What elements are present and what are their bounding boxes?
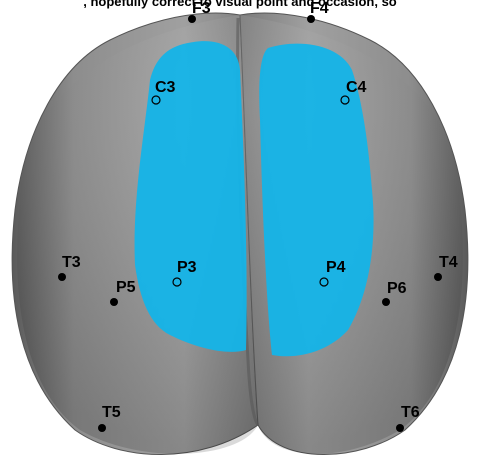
label-p5: P5 (116, 280, 136, 296)
label-t4: T4 (439, 255, 458, 271)
electrode-t4 (434, 273, 442, 281)
electrode-t3 (58, 273, 66, 281)
label-c4: C4 (346, 80, 366, 96)
label-p3: P3 (177, 260, 197, 276)
electrode-t6 (396, 424, 404, 432)
label-f4: F4 (310, 1, 329, 17)
label-c3: C3 (155, 80, 175, 96)
label-p4: P4 (326, 260, 346, 276)
label-f3: F3 (192, 1, 211, 17)
label-p6: P6 (387, 281, 407, 297)
electrode-p5 (110, 298, 118, 306)
label-t5: T5 (102, 405, 121, 421)
label-t3: T3 (62, 255, 81, 271)
activation-region-left (135, 41, 247, 352)
electrode-t5 (98, 424, 106, 432)
electrode-p6 (382, 298, 390, 306)
label-t6: T6 (401, 405, 420, 421)
